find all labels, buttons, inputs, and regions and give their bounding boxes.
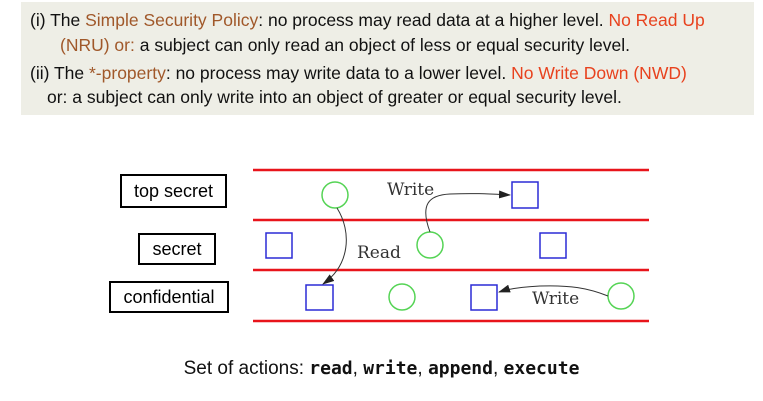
object-top-secret: [511, 181, 539, 209]
rule1-line1: (i) The Simple Security Policy: no proce…: [30, 9, 705, 32]
action-read: read: [309, 358, 353, 379]
policy-box: [21, 2, 754, 115]
level-label-confidential: confidential: [109, 281, 229, 313]
rule2-line2: or: a subject can only write into an obj…: [47, 86, 622, 109]
subject-confidential-middle: [388, 283, 416, 311]
rule1-tag: No Read Up: [608, 10, 705, 30]
actions-sep1: ,: [352, 358, 364, 379]
level-label-secret: secret: [138, 233, 216, 265]
rule2-prefix: (ii) The: [30, 63, 89, 83]
rule2-text: : no process may write data to a lower l…: [165, 63, 512, 83]
rule1-prefix: (i) The: [30, 10, 86, 30]
subject-secret: [416, 231, 444, 259]
subject-top-secret: [321, 181, 349, 209]
level-label-top-secret: top secret: [120, 174, 227, 208]
rule1-cont: a subject can only read an object of les…: [134, 35, 630, 55]
write-bottom-label: Write: [532, 289, 579, 309]
actions-caption: Set of actions: read, write, append, exe…: [0, 358, 763, 380]
write-top-label: Write: [387, 180, 434, 200]
actions-prefix: Set of actions:: [183, 358, 310, 379]
read-down-arrow: [322, 207, 347, 285]
rule1-tag2: (NRU) or:: [60, 35, 135, 55]
action-append: append: [427, 358, 493, 379]
actions-sep2: ,: [417, 358, 428, 379]
object-confidential-left: [305, 284, 334, 311]
read-label: Read: [357, 243, 401, 263]
action-execute: execute: [503, 358, 580, 379]
object-secret-left: [265, 232, 293, 259]
write-up-arrow: [425, 190, 511, 233]
rule1-text: : no process may read data at a higher l…: [258, 10, 609, 30]
write-same-level-arrow: [498, 284, 609, 297]
rule1-line2: (NRU) or: a subject can only read an obj…: [60, 34, 630, 57]
rule2-cont: or: a subject can only write into an obj…: [47, 87, 622, 107]
object-secret-right: [539, 232, 567, 259]
object-confidential-right: [470, 284, 498, 311]
rule2-name: *-property: [89, 63, 166, 83]
rule2-tag: No Write Down (NWD): [511, 63, 687, 83]
subject-confidential-right: [607, 282, 635, 310]
rule1-name: Simple Security Policy: [85, 10, 259, 30]
actions-sep3: ,: [492, 358, 504, 379]
action-write: write: [363, 358, 418, 379]
rule2-line1: (ii) The *-property: no process may writ…: [30, 62, 687, 85]
